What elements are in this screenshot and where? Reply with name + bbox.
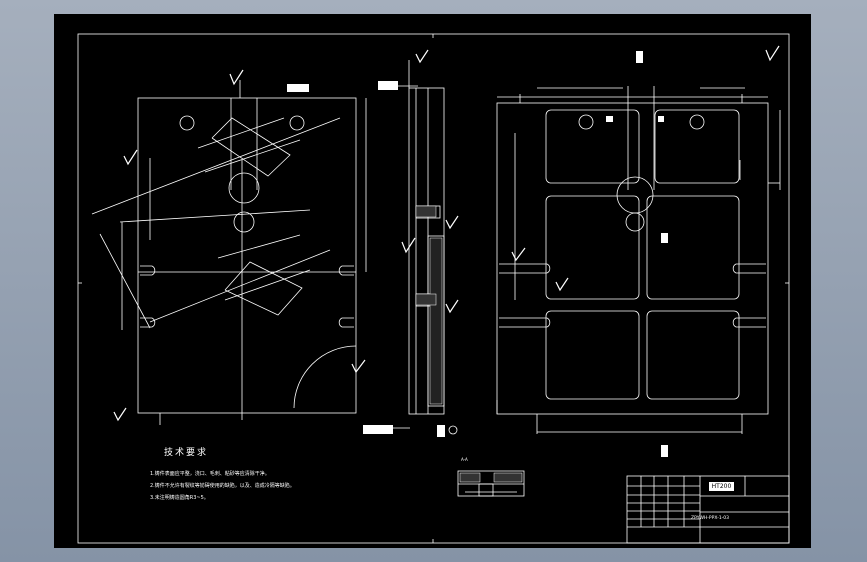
notes-line-2: 2.铸件不允许有裂纹等妨碍使用的缺陷，以及、造成冷隔等缺陷。 — [150, 483, 295, 489]
title-block-code: HT200 — [709, 482, 734, 491]
center-section-view — [380, 60, 458, 435]
notes-line-1: 1.铸件表面应平整，浇口、毛刺、粘砂等应清除干净。 — [150, 471, 270, 477]
title-block — [626, 475, 790, 544]
right-view-plate — [496, 86, 781, 434]
notes-line-3: 3.未注明铸造圆角R3~5。 — [150, 495, 209, 501]
title-block-drawing-number: ZPYWH-PPX-1-03 — [691, 516, 730, 521]
left-view-plate — [91, 80, 367, 425]
section-label: A-A — [461, 457, 468, 462]
notes-title: 技术要求 — [164, 448, 209, 458]
section-detail — [457, 470, 525, 497]
drawing-frame — [77, 33, 790, 544]
